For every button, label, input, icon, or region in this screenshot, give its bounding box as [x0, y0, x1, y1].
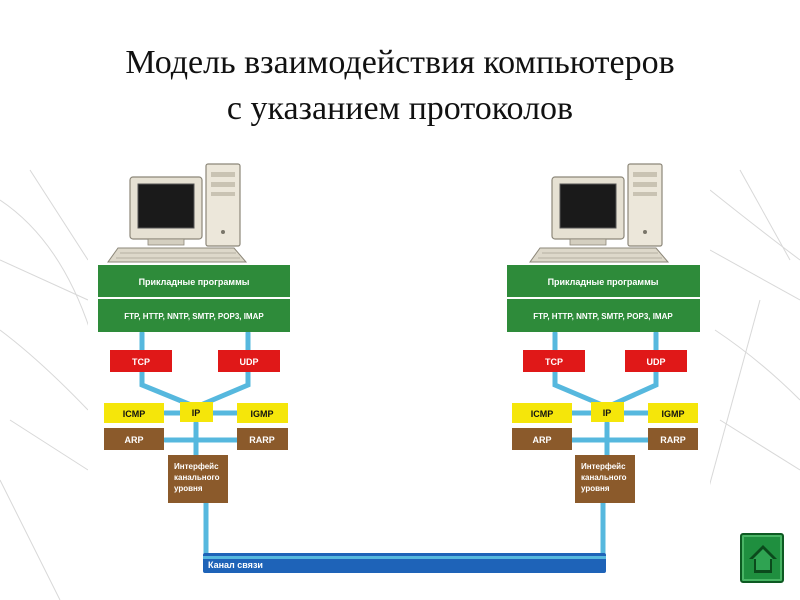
slide-title: Модель взаимодействия компьютеров с указ… — [0, 40, 800, 132]
application-layer-box — [98, 265, 290, 297]
computer-icon — [529, 163, 669, 263]
computer-icon — [107, 163, 247, 263]
icmp-label: ICMP — [123, 409, 146, 419]
arp-label: ARP — [532, 435, 551, 445]
igmp-box — [237, 403, 288, 423]
communication-channel: Канал связи — [203, 553, 606, 573]
rarp-label: RARP — [249, 435, 275, 445]
arp-label: ARP — [124, 435, 143, 445]
igmp-label: IGMP — [250, 409, 273, 419]
app-protocols-label: FTP, HTTP, NNTP, SMTP, POP3, IMAP — [533, 312, 673, 321]
ip-label: IP — [603, 408, 612, 418]
link-interface-label-2: канального — [581, 473, 627, 482]
link-interface-label-1: Интерфейс — [174, 462, 219, 471]
udp-label: UDP — [646, 357, 665, 367]
tcp-label: TCP — [545, 357, 563, 367]
protocol-links — [552, 330, 659, 558]
home-icon — [749, 545, 777, 573]
udp-box — [625, 350, 687, 372]
link-interface-box — [168, 455, 228, 503]
link-interface-label-2: канального — [174, 473, 220, 482]
application-layer-label: Прикладные программы — [139, 277, 250, 287]
home-button[interactable] — [740, 533, 784, 583]
app-protocols-label: FTP, HTTP, NNTP, SMTP, POP3, IMAP — [124, 312, 264, 321]
protocol-links — [139, 330, 251, 558]
tcp-box — [110, 350, 172, 372]
igmp-box — [648, 403, 698, 423]
arp-box — [104, 428, 164, 450]
link-interface-box — [575, 455, 635, 503]
application-layer-box — [507, 265, 700, 297]
ip-label: IP — [192, 408, 201, 418]
host-left: Прикладные программы FTP, HTTP, NNTP, SM… — [98, 163, 290, 558]
link-interface-label-3: уровня — [174, 484, 203, 493]
icmp-box — [104, 403, 164, 423]
tcp-box — [523, 350, 585, 372]
ip-box — [591, 402, 624, 422]
rarp-box — [648, 428, 698, 450]
arp-box — [512, 428, 572, 450]
application-layer-label: Прикладные программы — [548, 277, 659, 287]
title-line-1: Модель взаимодействия компьютеров — [125, 44, 675, 81]
link-interface-label-3: уровня — [581, 484, 610, 493]
title-line-2: с указанием протоколов — [226, 90, 574, 127]
icmp-label: ICMP — [531, 409, 554, 419]
host-right: Прикладные программы FTP, HTTP, NNTP, SM… — [507, 163, 700, 558]
tcp-label: TCP — [132, 357, 150, 367]
icmp-box — [512, 403, 572, 423]
app-protocols-box — [507, 299, 700, 332]
rarp-label: RARP — [660, 435, 686, 445]
ip-box — [180, 402, 213, 422]
udp-box — [218, 350, 280, 372]
udp-label: UDP — [239, 357, 258, 367]
channel-label: Канал связи — [208, 560, 263, 570]
igmp-label: IGMP — [661, 409, 684, 419]
link-interface-label-1: Интерфейс — [581, 462, 626, 471]
rarp-box — [237, 428, 288, 450]
app-protocols-box — [98, 299, 290, 332]
